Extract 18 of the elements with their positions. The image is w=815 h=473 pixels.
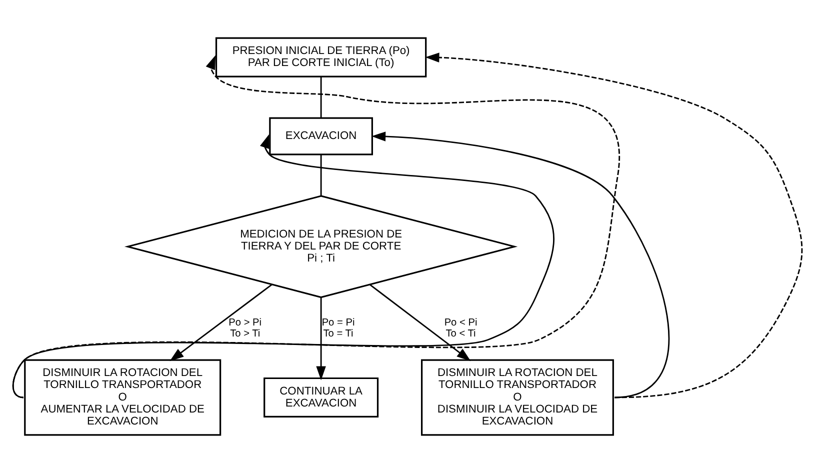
node-diamond: MEDICION DE LA PRESION DE TIERRA Y DEL PAR DE CORTE Pi ; Ti: [124, 195, 518, 298]
edge-label: Po = Pi To = Ti: [322, 318, 355, 340]
edge-label: Po < Pi To < Ti: [444, 318, 478, 340]
arrow: [12, 55, 620, 398]
arrow: [370, 284, 471, 362]
node-box: CONTINUAR LA EXCAVACION: [264, 377, 379, 418]
arrow: [372, 132, 670, 398]
node-box: DISMINUIR LA ROTACION DEL TORNILLO TRANSPORTADOR O AUMENTAR LA VELOCIDAD DE EXCAVACION: [24, 359, 222, 436]
arrow: [316, 298, 326, 380]
arrow: [425, 52, 803, 398]
connector: [320, 154, 322, 196]
arrow: [12, 134, 554, 398]
node-box: EXCAVACION: [269, 117, 373, 156]
node-box: DISMINUIR LA ROTACION DEL TORNILLO TRANSPORTADOR O DISMINUIR LA VELOCIDAD DE EXCAVACION: [420, 359, 614, 436]
arrow: [170, 284, 272, 362]
node-box: PRESION INICIAL DE TIERRA (Po) PAR DE CORTE INICIAL (To): [215, 37, 427, 78]
edge-label: Po > Pi To > Ti: [228, 318, 262, 340]
connector: [320, 76, 322, 118]
